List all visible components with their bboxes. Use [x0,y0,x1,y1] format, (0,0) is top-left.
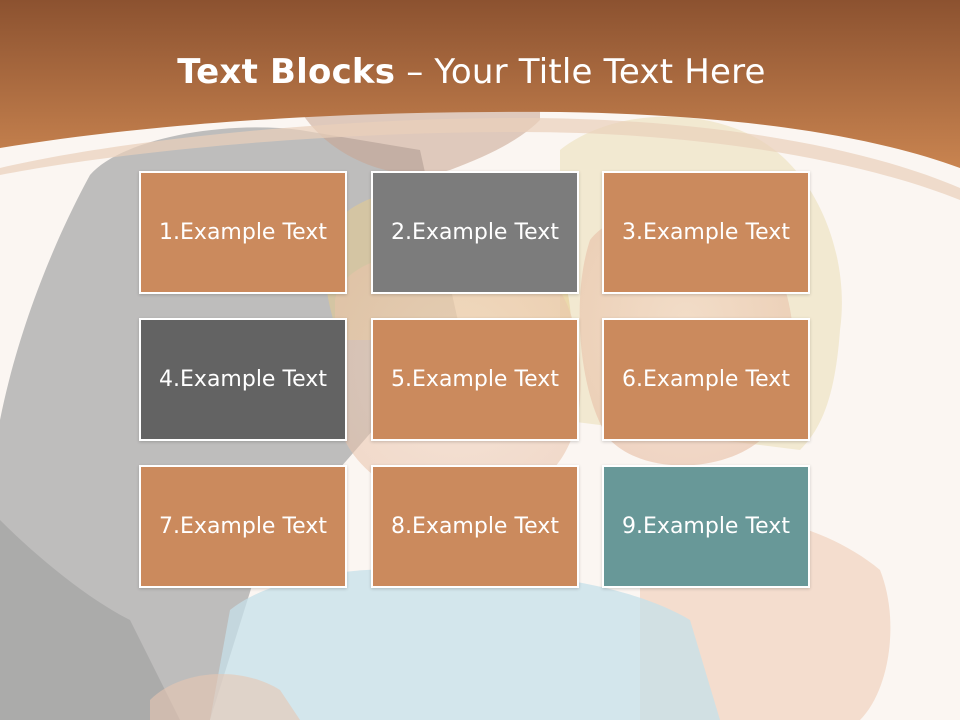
text-block-5[interactable]: 5.Example Text [371,318,579,441]
title-regular-part: Your Title Text Here [434,52,766,92]
text-block-7[interactable]: 7.Example Text [139,465,347,588]
text-block-3[interactable]: 3.Example Text [602,171,810,294]
text-block-6[interactable]: 6.Example Text [602,318,810,441]
text-block-2[interactable]: 2.Example Text [371,171,579,294]
text-block-1[interactable]: 1.Example Text [139,171,347,294]
text-block-4[interactable]: 4.Example Text [139,318,347,441]
text-block-8[interactable]: 8.Example Text [371,465,579,588]
slide-title: Text Blocks – Your Title Text Here [0,52,943,92]
header-band [0,0,960,200]
text-block-9[interactable]: 9.Example Text [602,465,810,588]
title-dash: – [395,52,435,92]
title-bold-part: Text Blocks [177,52,396,92]
